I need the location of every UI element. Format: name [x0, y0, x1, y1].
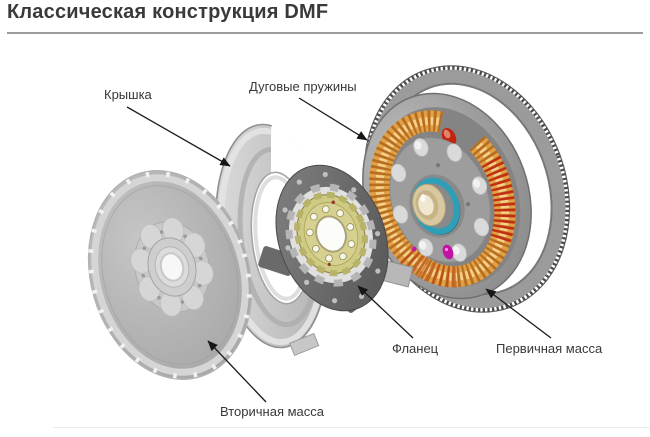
flange-rim-holes [282, 171, 381, 304]
leader-primary-mass [485, 288, 552, 339]
primary-mass-assembly [362, 65, 571, 313]
leader-cover [126, 106, 231, 167]
label-secondary-mass: Вторичная масса [220, 404, 324, 419]
label-cover: Крышка [104, 87, 152, 102]
label-primary-mass: Первичная масса [496, 341, 603, 356]
magenta-markers [411, 244, 454, 260]
leader-lines [126, 97, 552, 403]
flange-gear-plate [294, 191, 368, 277]
label-arc-springs: Дуговые пружины [249, 79, 357, 94]
label-flange: Фланец [392, 341, 439, 356]
bottom-divider [53, 427, 650, 428]
secondary-hub [130, 217, 214, 317]
leader-flange [357, 285, 414, 339]
cover-tab [289, 332, 320, 357]
rim-notches [88, 171, 252, 379]
bolt-bosses [390, 138, 490, 262]
page-title: Классическая конструкция DMF [7, 1, 329, 23]
primary-hub [409, 174, 465, 238]
secondary-mass [87, 170, 253, 380]
gear-plate-holes [306, 205, 356, 263]
center-bore [159, 252, 185, 282]
title-divider [7, 32, 643, 34]
leader-arc-springs [298, 97, 368, 141]
spring-red-section [481, 155, 516, 244]
hub-petals [130, 217, 214, 317]
hub-rivets [141, 230, 203, 304]
leader-secondary-mass [207, 340, 267, 403]
